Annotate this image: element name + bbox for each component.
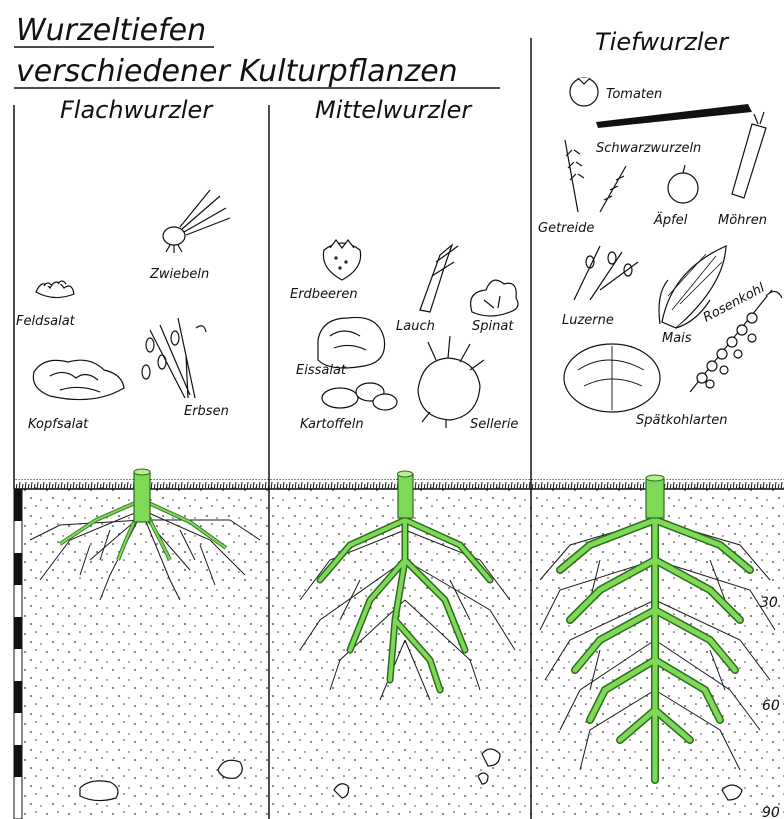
apple-drawing: [668, 165, 698, 203]
pea-drawing: [142, 318, 206, 398]
depth-ruler: [14, 489, 22, 819]
label-feldsalat: Feldsalat: [16, 314, 76, 329]
label-moehren: Möhren: [718, 213, 767, 228]
carrot-drawing: [732, 112, 766, 198]
depth-label-30: 30: [760, 595, 778, 611]
label-kopfsalat: Kopfsalat: [28, 417, 89, 432]
late-cabbage-drawing: [564, 344, 660, 412]
heading-medium: Mittelwurzler: [315, 96, 473, 124]
label-schwarzwurzeln: Schwarzwurzeln: [596, 141, 701, 156]
label-spinat: Spinat: [472, 319, 514, 334]
lettuce-drawing: [33, 360, 124, 399]
strawberry-drawing: [323, 240, 360, 280]
label-kartoffeln: Kartoffeln: [300, 417, 364, 432]
label-mais: Mais: [662, 331, 692, 346]
label-erbsen: Erbsen: [184, 404, 229, 419]
salsify-drawing: [596, 104, 752, 128]
celery-drawing: [418, 336, 484, 428]
depth-label-90: 90: [762, 805, 780, 819]
label-zwiebeln: Zwiebeln: [149, 267, 209, 282]
label-aepfel: Äpfel: [653, 212, 688, 228]
lambs-lettuce-drawing: [36, 281, 74, 298]
label-lauch: Lauch: [396, 319, 435, 334]
heading-deep: Tiefwurzler: [595, 28, 730, 56]
label-sellerie: Sellerie: [470, 417, 518, 432]
label-luzerne: Luzerne: [562, 313, 614, 328]
potato-drawing: [322, 383, 397, 410]
alfalfa-drawing: [574, 246, 638, 300]
leek-drawing: [420, 245, 458, 312]
label-tomaten: Tomaten: [606, 87, 662, 102]
spinach-drawing: [471, 280, 518, 316]
label-getreide: Getreide: [538, 221, 594, 236]
depth-label-60: 60: [762, 698, 780, 714]
tomato-drawing: [570, 78, 598, 106]
heading-shallow: Flachwurzler: [60, 96, 214, 124]
title-line1: Wurzeltiefen: [16, 13, 206, 48]
label-erdbeeren: Erdbeeren: [290, 287, 358, 302]
label-spaetkohlarten: Spätkohlarten: [636, 413, 728, 428]
label-eissalat: Eissalat: [296, 363, 347, 378]
onion-drawing: [163, 190, 230, 253]
iceberg-lettuce-drawing: [318, 317, 385, 368]
title-line2: verschiedener Kulturpflanzen: [16, 54, 458, 89]
